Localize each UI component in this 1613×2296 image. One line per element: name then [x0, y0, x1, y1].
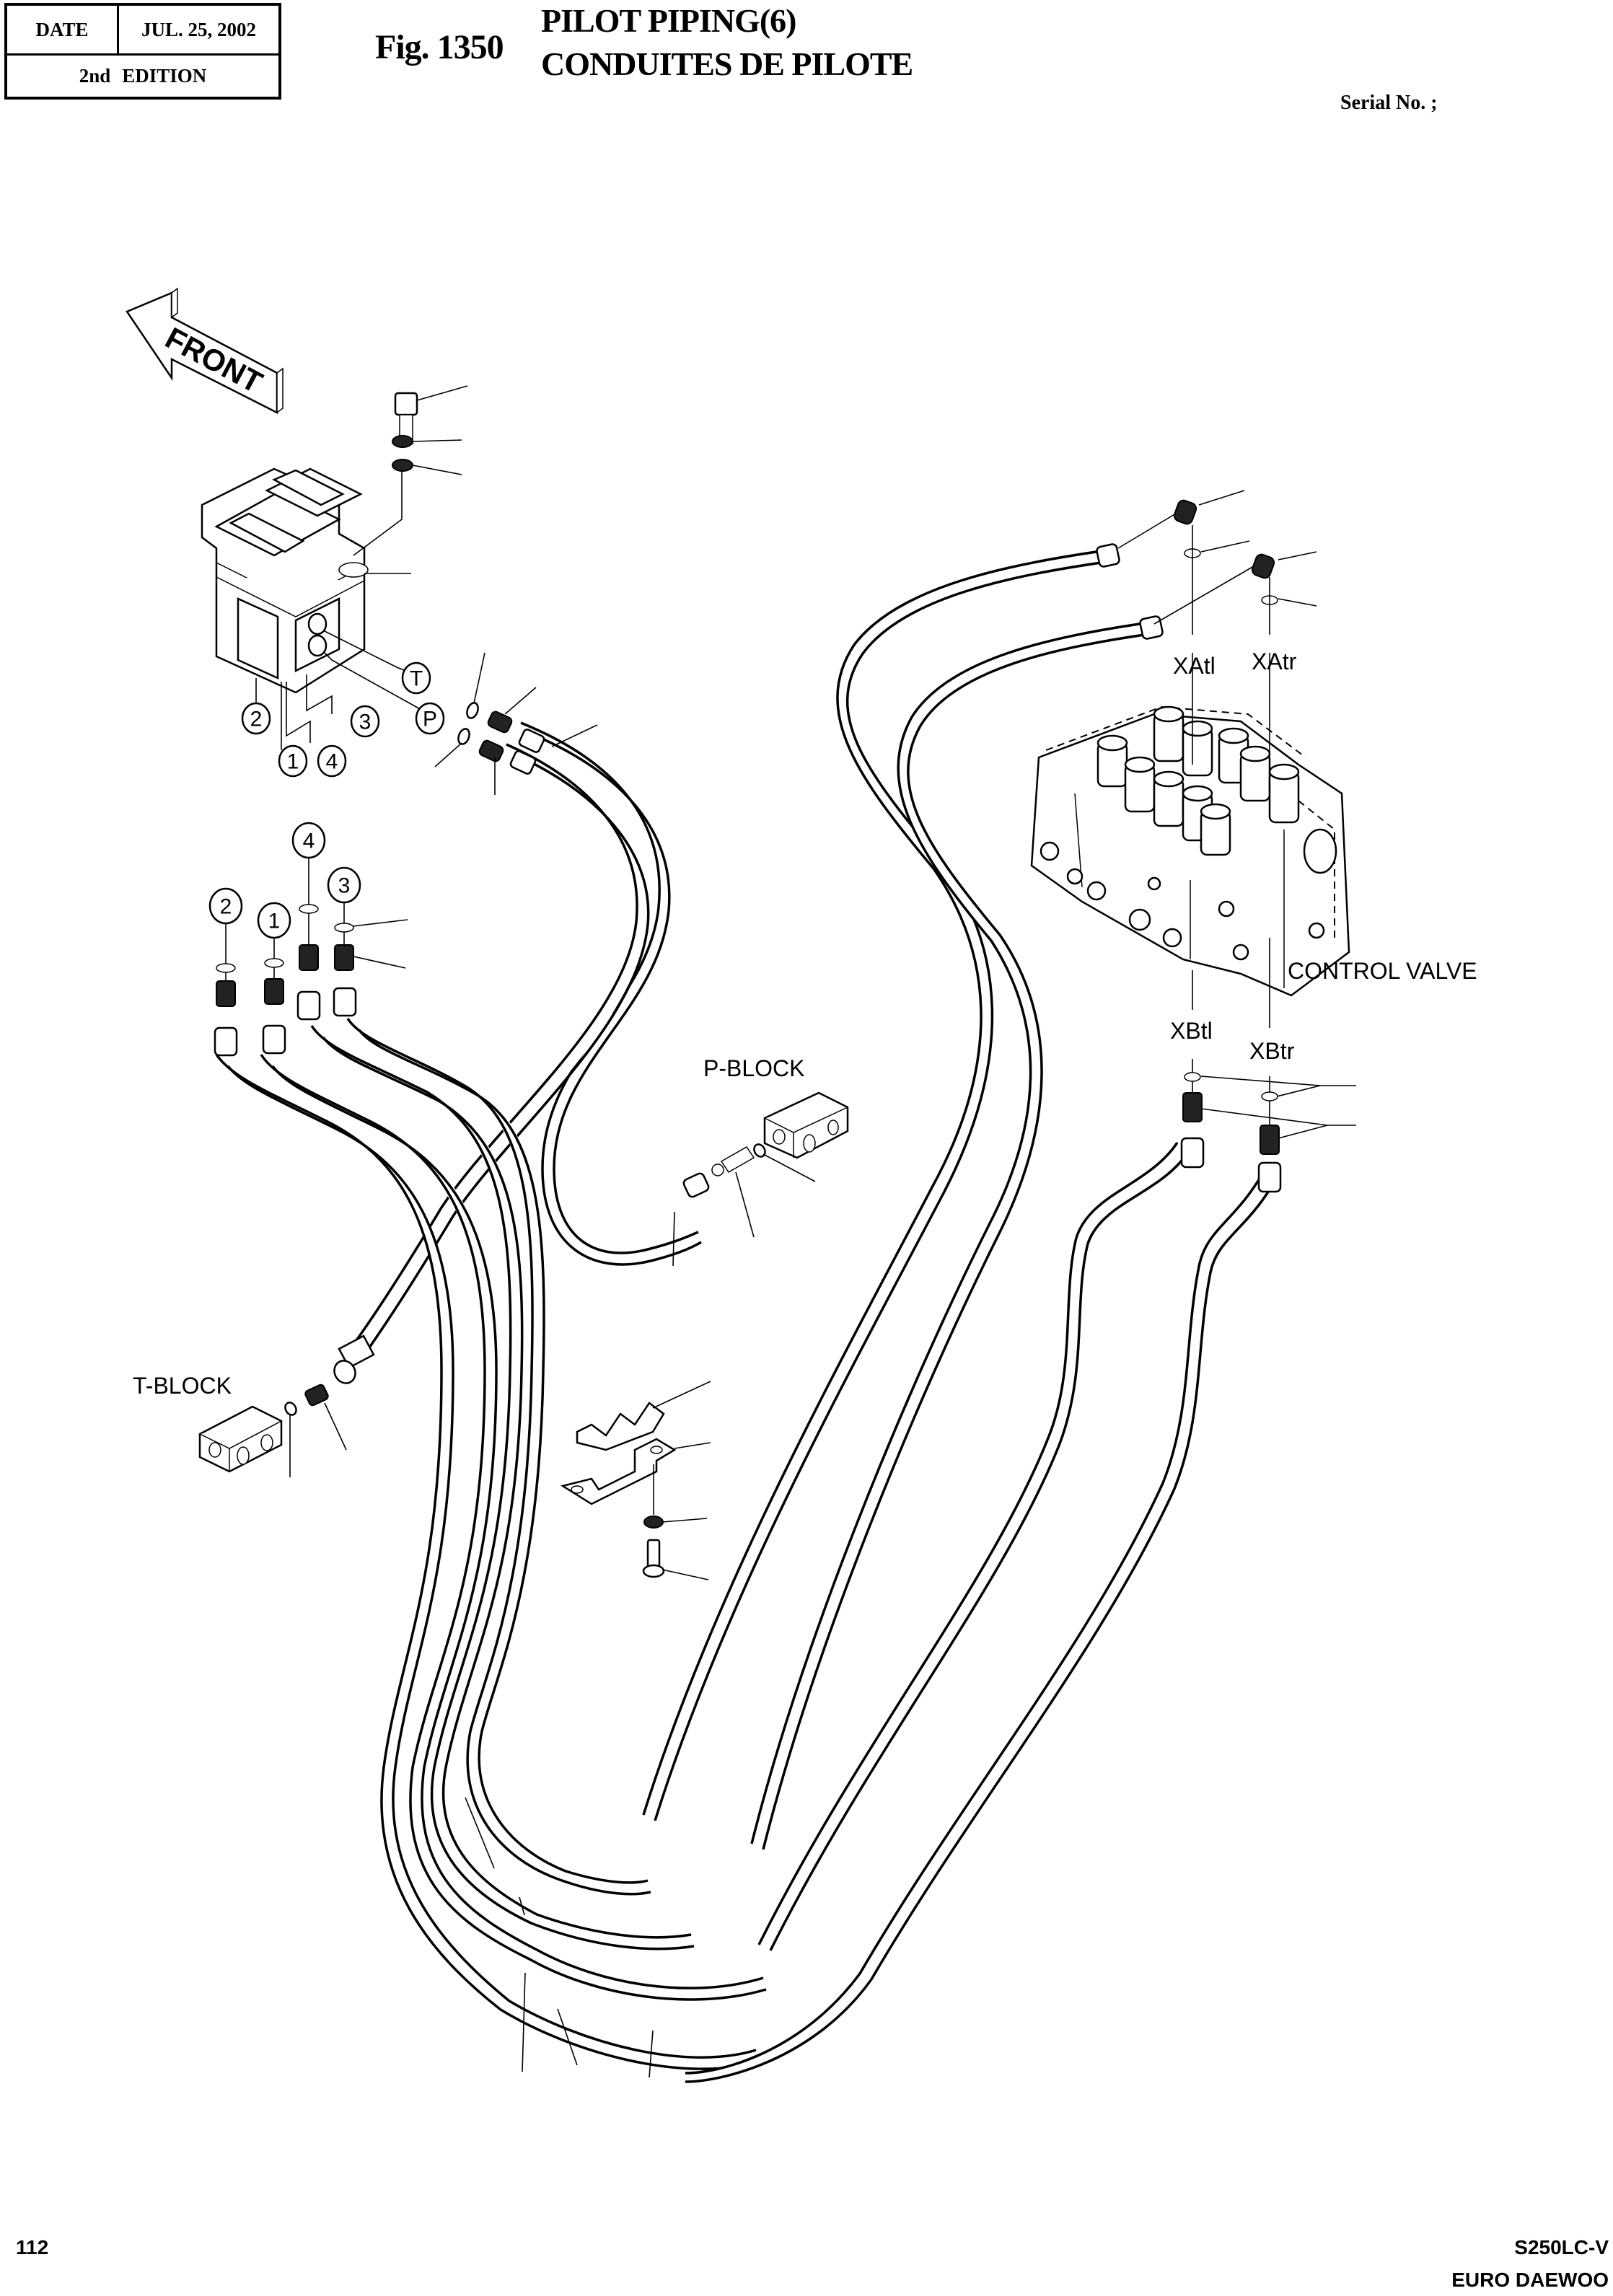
port-label-p: P [415, 702, 445, 735]
svg-text:3: 3 [359, 711, 372, 734]
control-valve: CONTROL VALVE [1030, 705, 1477, 997]
p-block-label: P-BLOCK [703, 1055, 804, 1081]
edition-label: EDITION [122, 65, 207, 87]
spool-caps [1096, 705, 1300, 856]
port-label-4: 4 [317, 744, 347, 778]
svg-text:2: 2 [250, 708, 263, 731]
port-label-1: 1 [278, 744, 308, 778]
machine-model: S250LC-V [1514, 2236, 1609, 2258]
hose-group [215, 543, 1277, 2083]
port-label-xatl: XAtl [1173, 653, 1216, 679]
port-label-t: T [401, 661, 431, 695]
pilot-valve-port-labels: T P 2 1 3 4 [241, 630, 445, 778]
date-row: DATE JUL. 25, 2002 [7, 6, 278, 56]
brand-name: EURO DAEWOO [1451, 2269, 1609, 2291]
figure-number: Fig. 1350 [375, 28, 504, 66]
page-number: 112 [16, 2236, 49, 2258]
port-label-xatr: XAtr [1252, 648, 1297, 674]
hose-leader-lines [465, 1797, 654, 2078]
svg-text:1: 1 [287, 750, 299, 774]
front-arrow-icon: FRONT [126, 287, 284, 415]
svg-text:1: 1 [268, 910, 281, 933]
fitting-label-1: 1 [257, 902, 291, 1055]
hose-bundle-left [215, 1018, 767, 2070]
date-value: JUL. 25, 2002 [141, 18, 256, 40]
hose-clamp-set [560, 1381, 711, 1580]
p-block: P-BLOCK [672, 1055, 849, 1267]
svg-text:4: 4 [303, 830, 315, 853]
svg-text:P: P [423, 708, 437, 731]
t-block: T-BLOCK [133, 1373, 347, 1477]
serial-number-label: Serial No. ; [1340, 92, 1438, 114]
hose-pilot-to-tblock [333, 743, 650, 1384]
port-label-3: 3 [350, 705, 380, 738]
hose-bundle-xat [642, 543, 1164, 1850]
pilot-valve-bolt-icon [353, 385, 468, 574]
fitting-label-3: 3 [327, 866, 408, 1017]
hose-bundle-xbt [685, 1142, 1277, 2083]
control-valve-label: CONTROL VALVE [1288, 958, 1477, 984]
svg-text:T: T [410, 667, 423, 691]
t-block-label: T-BLOCK [133, 1373, 232, 1399]
fitting-group-ports: 2 1 4 3 [208, 822, 408, 1057]
date-edition-box: DATE JUL. 25, 2002 2nd EDITION [4, 3, 281, 100]
svg-text:2: 2 [220, 895, 232, 919]
valve-ports [1040, 828, 1337, 961]
port-label-xbtr: XBtr [1249, 1038, 1295, 1064]
date-label: DATE [7, 6, 119, 53]
port-label-2: 2 [241, 702, 271, 735]
port-label-xbtl: XBtl [1170, 1018, 1213, 1044]
pt-port-fittings [434, 652, 598, 795]
svg-text:3: 3 [338, 874, 351, 898]
xbt-fittings: XBtl XBtr [1170, 938, 1356, 1193]
figure-title-french: CONDUITES DE PILOTE [541, 45, 913, 82]
edition-row: 2nd EDITION [7, 56, 278, 97]
xat-fittings: XAtl XAtr [1117, 490, 1317, 779]
edition-number: 2nd [79, 65, 111, 87]
figure-title-english: PILOT PIPING(6) [541, 2, 796, 39]
fitting-label-4: 4 [291, 822, 326, 1021]
pilot-valve [201, 467, 369, 694]
fitting-label-2: 2 [208, 887, 243, 1057]
svg-text:4: 4 [326, 750, 338, 774]
